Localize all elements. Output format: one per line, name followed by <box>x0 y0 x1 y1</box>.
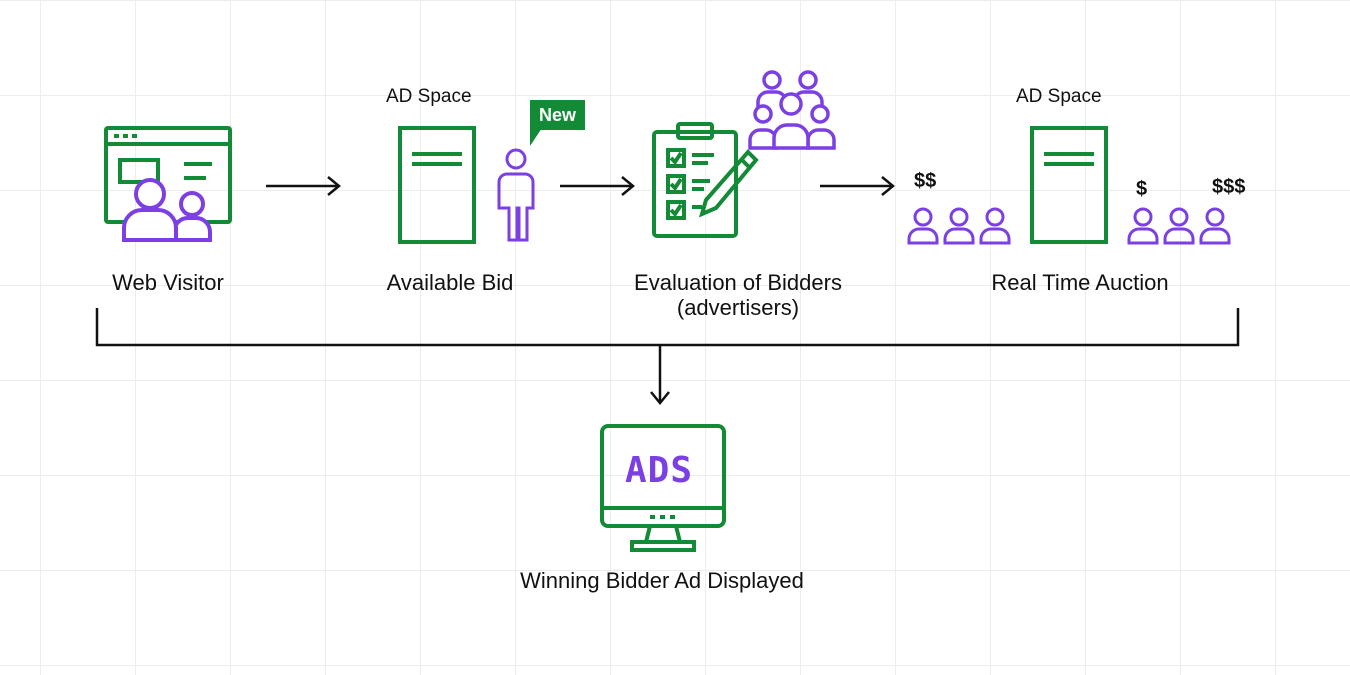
result-label: Winning Bidder Ad Displayed <box>520 568 804 593</box>
bidders-right-icon <box>1127 207 1231 245</box>
evaluation-label-line1: Evaluation of Bidders <box>634 270 842 295</box>
ads-screen-text: ADS <box>625 450 694 491</box>
bidder-group-icon <box>748 70 836 150</box>
evaluation-label-line2: (advertisers) <box>676 295 800 320</box>
arrow-right-icon <box>266 176 341 196</box>
checklist-icon <box>652 122 759 238</box>
web-visitor-label: Web Visitor <box>112 270 224 295</box>
browser-users-icon <box>104 126 232 242</box>
arrow-right-icon <box>820 176 895 196</box>
new-badge: New <box>530 100 586 130</box>
bracket-connector <box>95 308 1240 405</box>
speech-tail-icon <box>530 128 542 146</box>
ad-page-icon <box>398 126 476 244</box>
bid-amount-right: $$$ <box>1212 176 1246 198</box>
ad-space-label: AD Space <box>1016 86 1102 107</box>
bidders-left-icon <box>907 207 1011 245</box>
ad-page-icon <box>1030 126 1108 244</box>
arrow-right-icon <box>560 176 635 196</box>
bid-amount-mid: $ <box>1136 178 1148 200</box>
ad-space-label: AD Space <box>386 86 472 107</box>
auction-label: Real Time Auction <box>991 270 1169 295</box>
monitor-ads-icon <box>600 424 726 552</box>
available-bid-label: Available Bid <box>386 270 514 295</box>
bid-amount-left: $$ <box>914 170 937 192</box>
person-icon <box>497 148 535 242</box>
